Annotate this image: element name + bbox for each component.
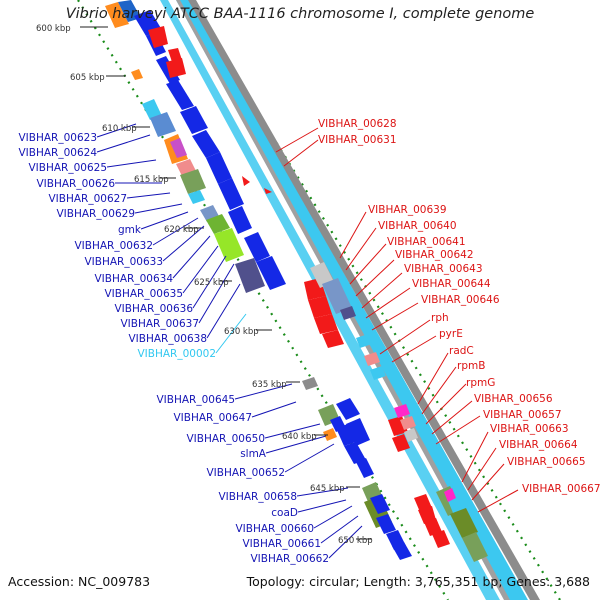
gene-label: slmA: [240, 448, 267, 460]
gene-label: rpmG: [466, 377, 495, 389]
kbp-label: 605 kbp: [70, 73, 105, 83]
gene-label: rpmB: [457, 360, 485, 372]
kbp-label: 650 kbp: [338, 536, 373, 546]
gene-label: VIBHAR_00632: [74, 240, 153, 252]
gene-label: VIBHAR_00624: [18, 147, 97, 159]
kbp-label: 630 kbp: [224, 327, 259, 337]
kbp-label: 620 kbp: [164, 225, 199, 235]
gene-label: VIBHAR_00637: [120, 318, 199, 330]
gene-label: VIBHAR_00634: [94, 273, 173, 285]
gene-label: VIBHAR_00660: [235, 523, 314, 535]
dotted-track-lines: [77, 0, 561, 600]
gene-label: VIBHAR_00625: [28, 162, 107, 174]
gene-label: coaD: [271, 507, 298, 519]
kbp-label: 640 kbp: [282, 432, 317, 442]
kbp-label: 600 kbp: [36, 24, 71, 34]
gene-label: VIBHAR_00631: [318, 134, 397, 146]
topology-text: Topology: circular; Length: 3,765,351 bp…: [246, 574, 590, 589]
kbp-label: 645 kbp: [310, 484, 345, 494]
kbp-label: 610 kbp: [102, 124, 137, 134]
gene-label: VIBHAR_00656: [474, 393, 553, 405]
gene-label: radC: [449, 345, 474, 357]
gene-label: VIBHAR_00623: [18, 132, 97, 144]
accession-text: Accession: NC_009783: [8, 574, 151, 589]
gene-label: VIBHAR_00635: [104, 288, 183, 300]
gene-label: VIBHAR_00642: [395, 249, 474, 261]
gene-label: VIBHAR_00633: [84, 256, 163, 268]
left-leader-lines: [96, 123, 363, 559]
gene-label: VIBHAR_00638: [128, 333, 207, 345]
gene-label: VIBHAR_00664: [499, 439, 578, 451]
gene-label: VIBHAR_00663: [490, 423, 569, 435]
gene-label: rph: [431, 312, 449, 324]
gene-label: VIBHAR_00626: [36, 178, 115, 190]
kbp-ticks: [80, 26, 372, 540]
gene-label: VIBHAR_00658: [218, 491, 297, 503]
gene-label: VIBHAR_00645: [156, 394, 235, 406]
gene-label: VIBHAR_00657: [483, 409, 562, 421]
gene-label: VIBHAR_00650: [186, 433, 265, 445]
gene-label: VIBHAR_00002: [137, 348, 216, 360]
kbp-label: 615 kbp: [134, 175, 169, 185]
gene-label: VIBHAR_00639: [368, 204, 447, 216]
gene-label: VIBHAR_00647: [173, 412, 252, 424]
genome-title: Vibrio harveyi ATCC BAA-1116 chromosome …: [65, 6, 535, 22]
gene-label: VIBHAR_00636: [114, 303, 193, 315]
gene-label: gmk: [118, 224, 142, 236]
gene-label: VIBHAR_00652: [206, 467, 285, 479]
left-gene-labels: VIBHAR_00623VIBHAR_00624VIBHAR_00625VIBH…: [18, 132, 329, 565]
gene-label: VIBHAR_00661: [242, 538, 321, 550]
gene-label: VIBHAR_00643: [404, 263, 483, 275]
kbp-label: 635 kbp: [252, 380, 287, 390]
gene-label: VIBHAR_00627: [48, 193, 127, 205]
right-gene-labels: VIBHAR_00628VIBHAR_00631VIBHAR_00639VIBH…: [318, 118, 600, 495]
gene-label: VIBHAR_00662: [250, 553, 329, 565]
gene-label: VIBHAR_00629: [56, 208, 135, 220]
gene-label: VIBHAR_00646: [421, 294, 500, 306]
right-leader-lines: [275, 127, 519, 513]
reverse-feature-blocks: [310, 262, 488, 562]
gene-label: VIBHAR_00628: [318, 118, 397, 130]
gene-label: VIBHAR_00641: [387, 236, 466, 248]
gene-label: VIBHAR_00640: [378, 220, 457, 232]
gene-label: VIBHAR_00667: [522, 483, 600, 495]
kbp-label: 625 kbp: [194, 278, 229, 288]
gene-label: pyrE: [439, 328, 463, 340]
kbp-label-group: 600 kbp 605 kbp 610 kbp 615 kbp 620 kbp 625 k…: [36, 24, 373, 546]
gene-label: VIBHAR_00665: [507, 456, 586, 468]
gene-label: VIBHAR_00644: [412, 278, 491, 290]
reverse-strand-genes: [148, 26, 450, 548]
